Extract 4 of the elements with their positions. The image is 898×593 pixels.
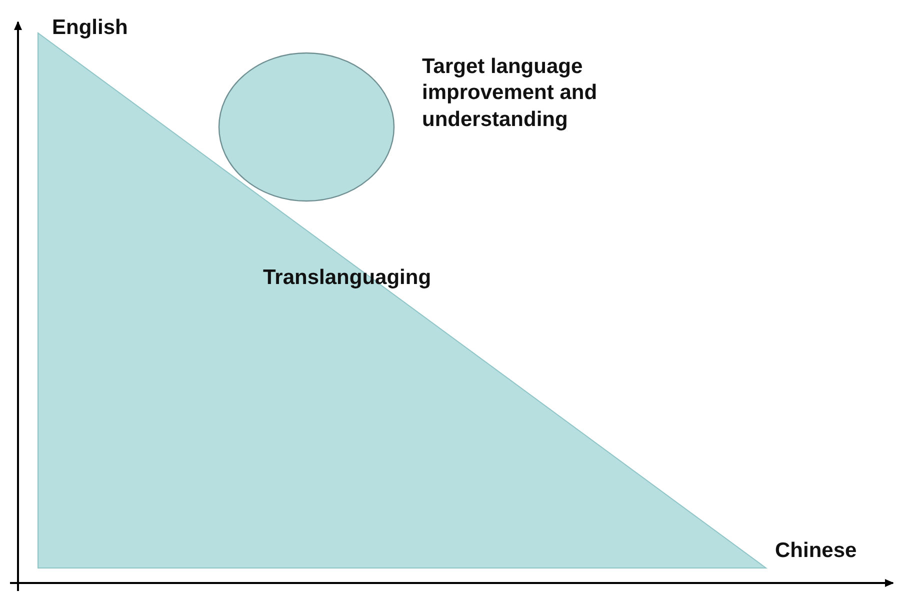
note-text: Target language improvement and understanding — [422, 54, 598, 132]
area-label: Translanguaging — [263, 265, 432, 291]
axis-label: English — [52, 15, 128, 41]
axis-label: Chinese — [775, 538, 857, 564]
